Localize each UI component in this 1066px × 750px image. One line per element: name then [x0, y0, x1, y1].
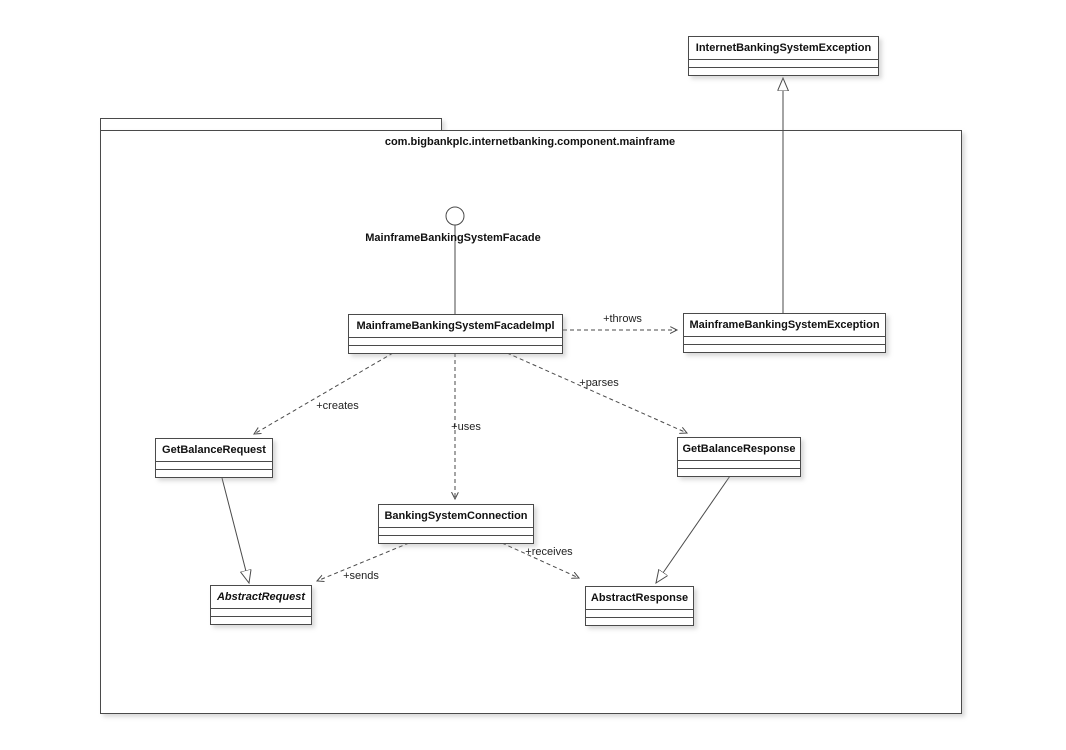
- operations-compartment: [586, 618, 693, 625]
- interface-lollipop-icon: [445, 206, 465, 226]
- operations-compartment: [379, 536, 533, 543]
- class-name: MainframeBankingSystemException: [684, 314, 885, 337]
- relationship-label-creates: +creates: [316, 400, 359, 412]
- attributes-compartment: [349, 338, 562, 346]
- class-name: MainframeBankingSystemFacadeImpl: [349, 315, 562, 338]
- attributes-compartment: [689, 60, 878, 68]
- attributes-compartment: [156, 462, 272, 470]
- generalization-getbalanceresponse: [656, 475, 731, 583]
- operations-compartment: [689, 68, 878, 75]
- generalization-getbalancerequest: [221, 477, 249, 583]
- dependency-parses-line: [506, 352, 687, 433]
- class-name: BankingSystemConnection: [379, 505, 533, 528]
- dependency-receives-line: [501, 542, 579, 578]
- interface-label: MainframeBankingSystemFacade: [365, 232, 541, 244]
- class-box-internet-banking-system-exception: InternetBankingSystemException: [688, 36, 879, 76]
- relationship-label-parses: +parses: [579, 377, 619, 389]
- class-name: AbstractRequest: [211, 586, 311, 609]
- dependency-sends-line: [317, 542, 410, 581]
- class-name: GetBalanceResponse: [678, 438, 800, 461]
- class-box-mainframe-banking-system-facade-impl: MainframeBankingSystemFacadeImpl: [348, 314, 563, 354]
- attributes-compartment: [211, 609, 311, 617]
- class-box-get-balance-response: GetBalanceResponse: [677, 437, 801, 477]
- package-tab: [100, 118, 442, 131]
- class-box-abstract-request: AbstractRequest: [210, 585, 312, 625]
- package-title: com.bigbankplc.internetbanking.component…: [384, 136, 676, 148]
- operations-compartment: [678, 469, 800, 476]
- attributes-compartment: [379, 528, 533, 536]
- relationship-label-sends: +sends: [343, 570, 379, 582]
- class-name: GetBalanceRequest: [156, 439, 272, 462]
- attributes-compartment: [684, 337, 885, 345]
- class-name: AbstractResponse: [586, 587, 693, 610]
- attributes-compartment: [586, 610, 693, 618]
- relationship-label-uses: +uses: [451, 421, 481, 433]
- dependency-creates-line: [254, 352, 394, 434]
- class-box-banking-system-connection: BankingSystemConnection: [378, 504, 534, 544]
- class-box-get-balance-request: GetBalanceRequest: [155, 438, 273, 478]
- class-box-mainframe-banking-system-exception: MainframeBankingSystemException: [683, 313, 886, 353]
- attributes-compartment: [678, 461, 800, 469]
- class-box-abstract-response: AbstractResponse: [585, 586, 694, 626]
- relationship-label-receives: +receives: [525, 546, 573, 558]
- operations-compartment: [211, 617, 311, 624]
- operations-compartment: [156, 470, 272, 477]
- operations-compartment: [684, 345, 885, 352]
- class-name: InternetBankingSystemException: [689, 37, 878, 60]
- relationship-label-throws: +throws: [603, 313, 642, 325]
- operations-compartment: [349, 346, 562, 353]
